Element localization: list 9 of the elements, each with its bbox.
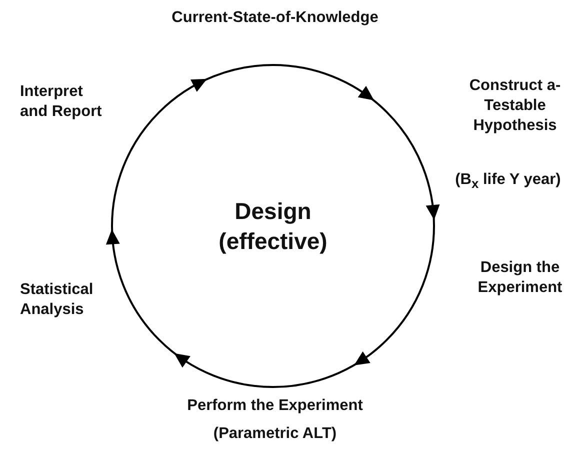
- step-label: Construct a-Testable Hypothesis: [468, 76, 562, 136]
- center-label: Design (effective): [218, 197, 328, 256]
- step-label: Statistical Analysis: [20, 280, 94, 320]
- step-note: (Parametric ALT): [212, 424, 338, 444]
- step-label: Current-State-of-Knowledge: [170, 8, 380, 28]
- step-label: Perform the Experiment: [186, 396, 364, 416]
- step-label: Design the Experiment: [476, 258, 564, 298]
- step-note: (B$_{x}$ life Y year): [454, 170, 562, 194]
- step-label: Interpret and Report: [20, 82, 103, 122]
